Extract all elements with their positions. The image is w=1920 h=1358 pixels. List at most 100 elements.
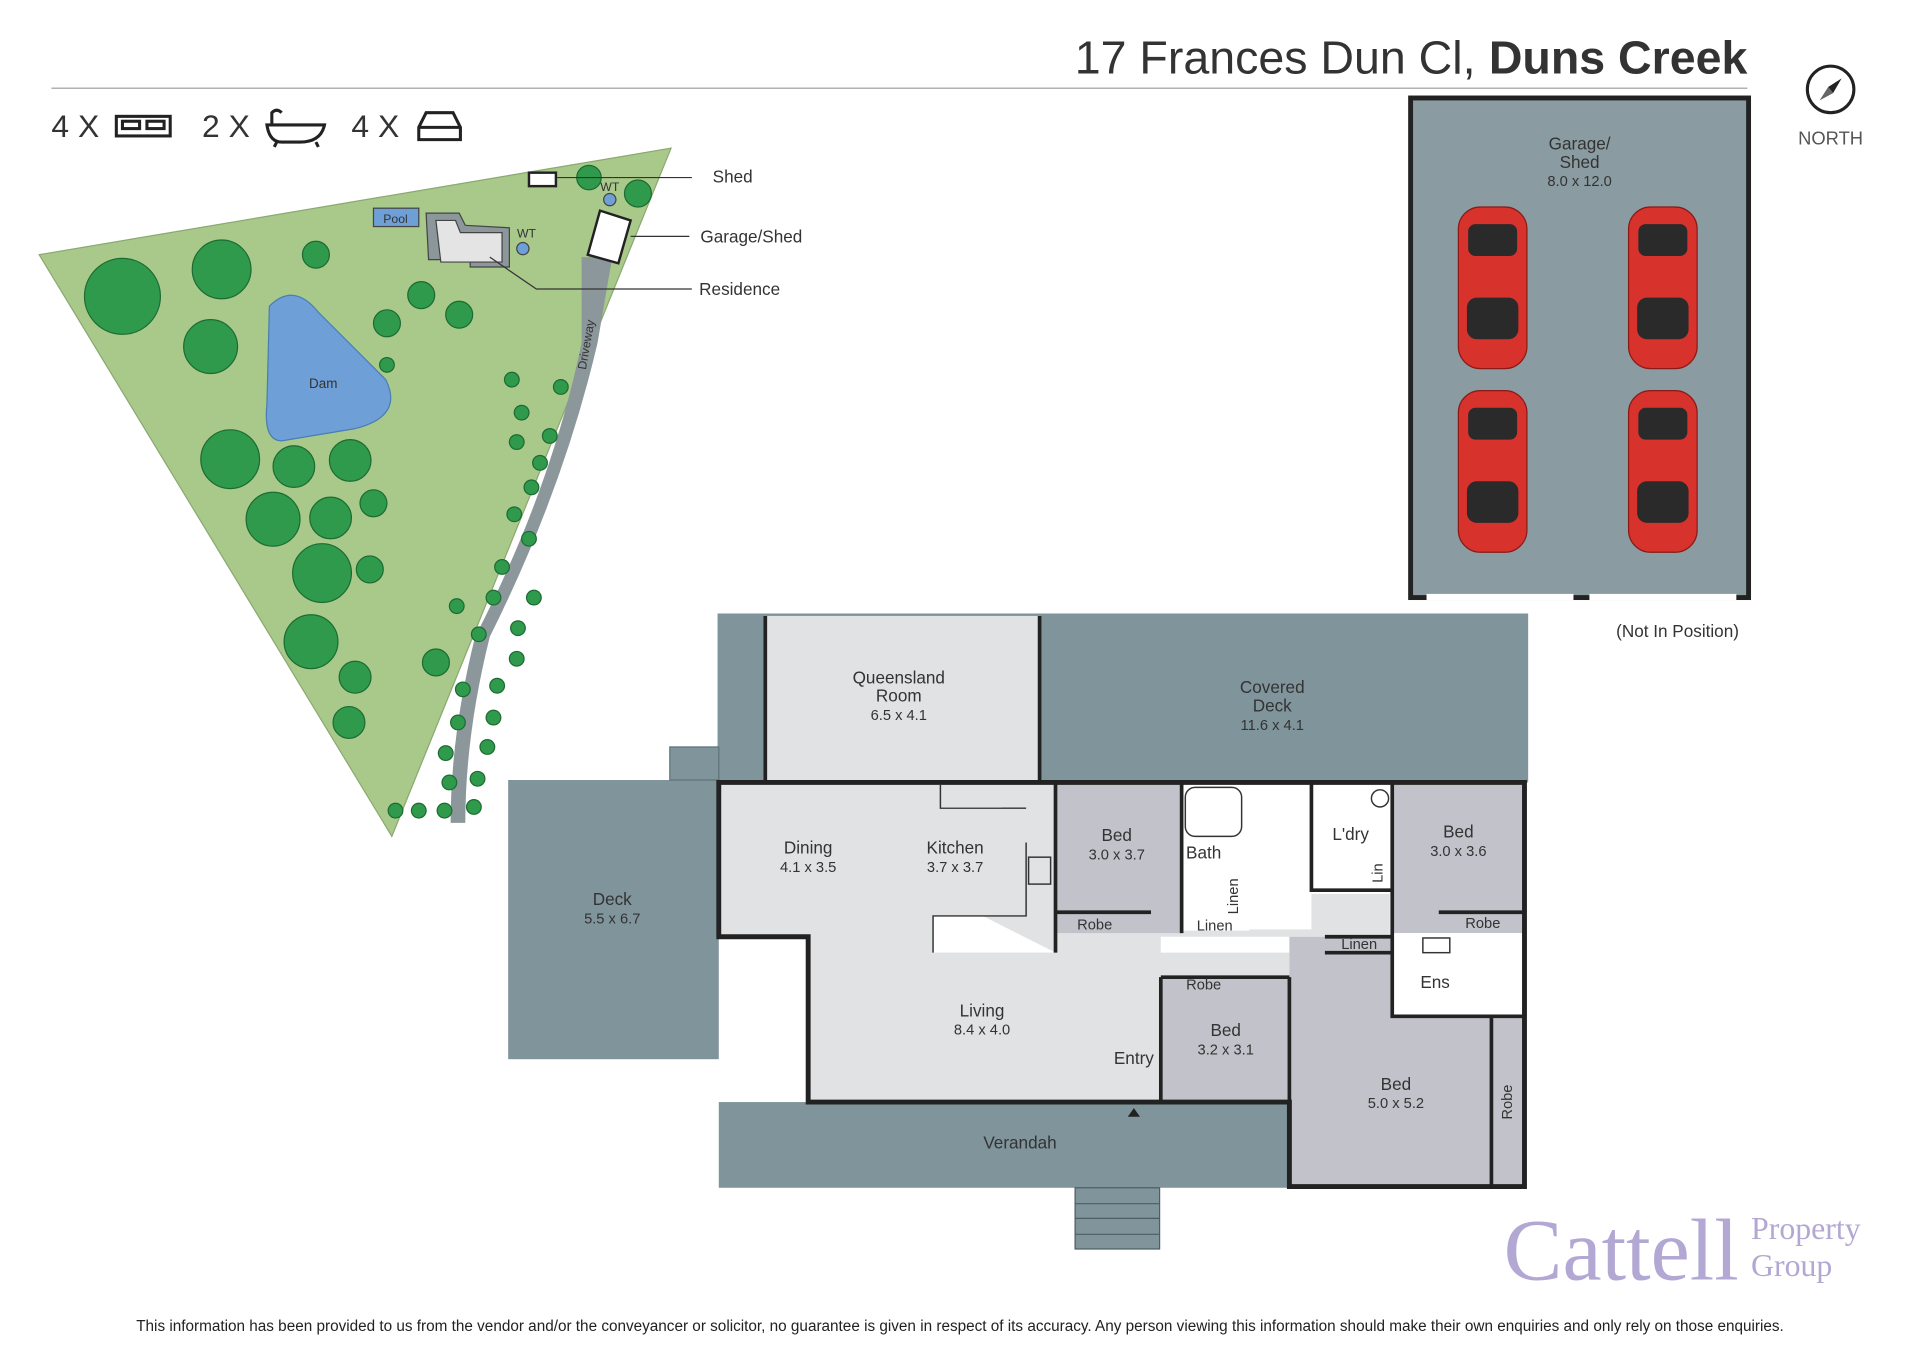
tree — [503, 371, 520, 388]
car-icon — [1457, 206, 1528, 370]
bed2-label: Bed — [1443, 822, 1473, 842]
car-count: 4 X — [351, 108, 399, 144]
dam-label: Dam — [309, 376, 337, 391]
garage-plan: Garage/ Shed 8.0 x 12.0 (Not In Position… — [1408, 95, 1752, 641]
tree — [470, 626, 487, 643]
laundry-label: L'dry — [1332, 824, 1369, 844]
dining-dims: 4.1 x 3.5 — [780, 860, 836, 876]
tree — [436, 802, 453, 819]
tree — [523, 479, 540, 496]
wt-label-2: WT — [517, 227, 537, 241]
shed-label: Shed — [713, 166, 753, 186]
tree — [309, 496, 353, 540]
tree — [532, 454, 548, 471]
tree — [301, 240, 330, 269]
bed4-label: Bed — [1381, 1074, 1411, 1094]
wt-label: WT — [600, 180, 620, 194]
tree — [355, 555, 384, 584]
shed — [527, 171, 558, 188]
tree — [437, 745, 454, 762]
tree — [200, 429, 261, 490]
pool-label: Pool — [383, 212, 408, 226]
entry-label: Entry — [1114, 1048, 1154, 1068]
car-icon — [1627, 390, 1698, 553]
kitchen-dims: 3.7 x 3.7 — [927, 860, 983, 876]
entry-arrow-icon — [1127, 1108, 1140, 1117]
deck-dims: 5.5 x 6.7 — [584, 911, 640, 927]
garage-site — [586, 209, 633, 265]
bath-label: Bath — [1186, 842, 1221, 862]
living-label: Living — [960, 1000, 1005, 1020]
bed4-dims: 5.0 x 5.2 — [1368, 1096, 1424, 1112]
car-icon — [1627, 206, 1698, 370]
bed3-label: Bed — [1210, 1020, 1240, 1040]
queensland-room-dims: 6.5 x 4.1 — [871, 708, 927, 724]
bed1-dims: 3.0 x 3.7 — [1089, 848, 1145, 864]
tree — [454, 681, 471, 698]
residence-label: Residence — [699, 279, 780, 299]
address-street: 17 Frances Dun Cl, — [1075, 31, 1476, 83]
logo: Cattell Property Group — [1504, 1202, 1861, 1300]
robe2-label: Robe — [1465, 916, 1500, 932]
tree — [338, 660, 372, 694]
tree — [510, 620, 526, 637]
lin-label: Lin — [1370, 863, 1386, 883]
tree — [508, 650, 525, 667]
tree — [283, 614, 339, 670]
tree — [445, 300, 474, 329]
tree — [525, 589, 542, 606]
tree — [485, 709, 502, 726]
tree — [623, 179, 653, 208]
bed3-dims: 3.2 x 3.1 — [1198, 1042, 1254, 1058]
tree — [292, 543, 353, 604]
compass-icon — [1805, 64, 1856, 115]
tree — [183, 319, 239, 375]
tree — [508, 434, 525, 451]
robe4-label: Robe — [1500, 1084, 1516, 1119]
tree — [479, 739, 496, 755]
house-plan: Queensland Room 6.5 x 4.1 Covered Deck 1… — [508, 613, 1529, 1250]
tree — [378, 356, 395, 373]
living-dims: 8.4 x 4.0 — [954, 1023, 1010, 1039]
bed1-label: Bed — [1101, 825, 1131, 845]
svg-text:Cattell: Cattell — [1504, 1202, 1739, 1300]
tree — [410, 802, 427, 819]
dam — [265, 294, 392, 442]
garage-name-2: Shed — [1560, 152, 1600, 172]
ens-label: Ens — [1420, 972, 1450, 992]
covered-deck-label: Covered — [1240, 677, 1305, 697]
bed-count: 4 X — [51, 108, 99, 144]
garage-dims: 8.0 x 12.0 — [1547, 174, 1612, 190]
tree — [552, 379, 569, 395]
tree — [421, 648, 450, 677]
car-icon — [417, 111, 462, 142]
bed2-dims: 3.0 x 3.6 — [1430, 844, 1486, 860]
tree — [521, 530, 537, 547]
tree — [191, 239, 252, 300]
tree — [83, 257, 162, 335]
garage-shed-label: Garage/Shed — [700, 226, 802, 246]
tree — [465, 799, 482, 815]
queensland-room-label-2: Room — [876, 686, 922, 706]
tree — [469, 770, 486, 787]
covered-deck-dims: 11.6 x 4.1 — [1241, 718, 1304, 734]
robe3-label: Robe — [1186, 977, 1221, 993]
svg-text:Group: Group — [1751, 1248, 1832, 1283]
tree — [506, 506, 523, 523]
tree — [245, 491, 301, 547]
north-label: NORTH — [1798, 128, 1863, 149]
tree — [387, 802, 404, 819]
tree — [485, 589, 502, 606]
queensland-room-label: Queensland — [853, 667, 945, 687]
tree — [328, 439, 372, 482]
bed-icon — [114, 114, 172, 138]
linen3-label: Linen — [1341, 937, 1377, 953]
disclaimer: This information has been provided to us… — [136, 1318, 1784, 1335]
bath-count: 2 X — [202, 108, 250, 144]
linen1-label: Linen — [1226, 878, 1242, 914]
dining-label: Dining — [784, 837, 833, 857]
site-plan: Dam Driveway Pool WT WT Shed Garage/Shed… — [38, 147, 802, 838]
tree — [494, 559, 510, 575]
garage-note: (Not In Position) — [1616, 621, 1739, 641]
